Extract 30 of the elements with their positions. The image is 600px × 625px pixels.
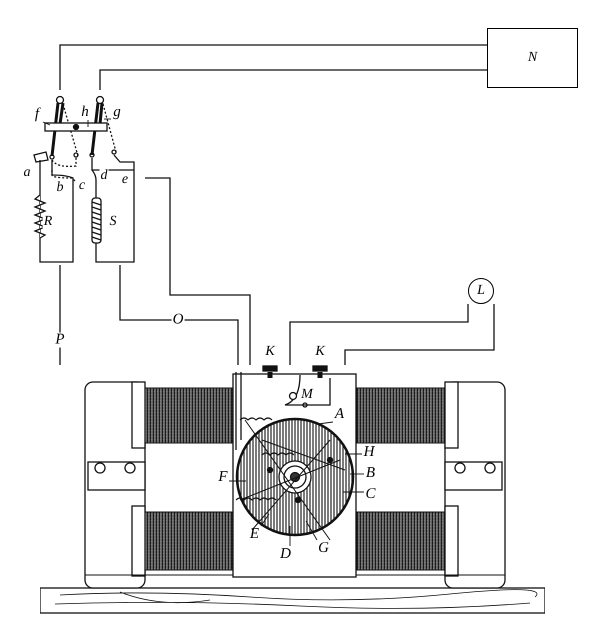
device-label: N xyxy=(528,51,538,65)
wire xyxy=(59,265,61,366)
reference-letter: A xyxy=(334,406,344,422)
leader-line xyxy=(104,118,112,120)
gauge-dial xyxy=(468,278,494,304)
reference-letter: D xyxy=(280,546,291,562)
reference-letter: F xyxy=(218,470,228,484)
device-label: L xyxy=(477,284,485,298)
leader-line xyxy=(318,422,334,424)
reference-letter: C xyxy=(365,486,376,502)
wire xyxy=(59,44,487,90)
reference-letter: g xyxy=(113,104,121,120)
reference-letter: B xyxy=(366,466,376,480)
reference-letter: G xyxy=(318,540,329,556)
wire xyxy=(119,265,239,365)
leader-line xyxy=(228,480,246,482)
edge-label: P xyxy=(54,332,66,348)
reference-letter: H xyxy=(364,444,374,460)
reference-letter: R xyxy=(42,215,54,229)
wire xyxy=(344,304,495,365)
leader-line xyxy=(42,122,50,126)
wire xyxy=(289,304,469,365)
leader-line xyxy=(260,514,270,526)
wire xyxy=(99,69,487,90)
leader-line xyxy=(306,520,318,540)
reference-letter: E xyxy=(250,526,260,542)
wire xyxy=(145,177,251,365)
device-box xyxy=(487,28,578,88)
reference-letter: h xyxy=(81,104,89,120)
reference-letter: f xyxy=(34,106,40,122)
